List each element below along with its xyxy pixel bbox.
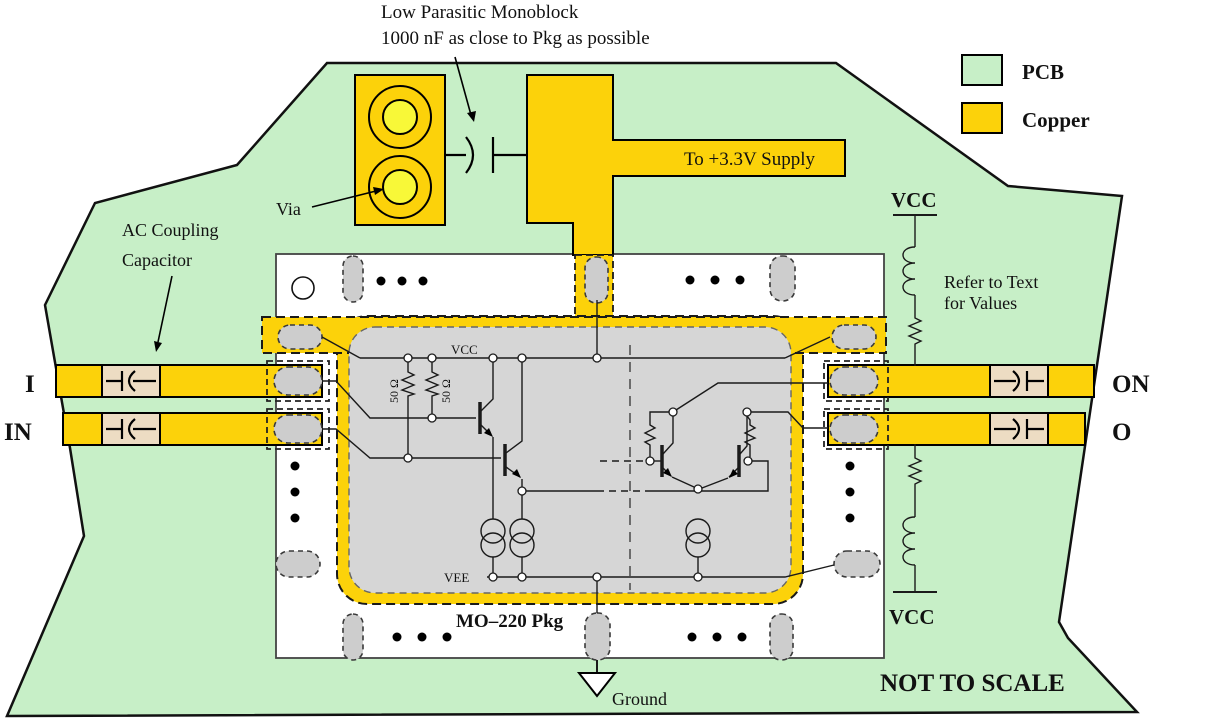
legend: PCB Copper xyxy=(961,54,1090,134)
via-holes xyxy=(368,85,432,219)
ac-coupling-label-1: AC Coupling xyxy=(122,220,219,240)
monoblock-arrow xyxy=(454,56,472,116)
die-vee-label: VEE xyxy=(444,570,469,585)
via-hole-inner xyxy=(382,99,418,135)
monoblock-capacitor-symbol xyxy=(445,136,527,174)
package-pads xyxy=(273,255,881,661)
inductor-icon xyxy=(902,246,916,296)
coupling-capacitor-symbols xyxy=(106,370,1044,440)
legend-copper-swatch xyxy=(961,102,1003,134)
vcc-top-label: VCC xyxy=(891,188,937,212)
schematic-nodes xyxy=(403,353,753,582)
resistor-50ohm-label: 50 Ω xyxy=(387,379,401,403)
vcc-bias-network-top xyxy=(893,214,937,366)
die-vcc-label: VCC xyxy=(451,342,478,357)
pin-label-on: ON xyxy=(1112,371,1150,398)
die-schematic: VCC VEE 50 Ω 50 Ω xyxy=(321,300,835,613)
die-area xyxy=(348,326,792,594)
annotation-arrows xyxy=(154,56,476,352)
resistor-icon xyxy=(907,444,923,517)
pin-dots xyxy=(290,275,855,642)
legend-copper-label: Copper xyxy=(1022,108,1090,132)
ground-symbol xyxy=(576,660,618,698)
via-arrow xyxy=(311,190,377,208)
title-line-1: Low Parasitic Monoblock xyxy=(381,2,579,23)
supply-copper-block xyxy=(526,74,846,256)
legend-pcb-label: PCB xyxy=(1022,60,1064,84)
vcc-bottom-label: VCC xyxy=(889,605,935,629)
pin1-marker xyxy=(291,276,315,300)
refer-text-label-1: Refer to Text xyxy=(944,272,1038,292)
inductor-icon xyxy=(902,516,916,566)
ac-cap-arrow xyxy=(157,275,173,343)
pin-label-in: IN xyxy=(4,419,32,446)
not-to-scale-label: NOT TO SCALE xyxy=(880,670,1065,697)
via-hole-inner xyxy=(382,169,418,205)
pin-label-o: O xyxy=(1112,419,1131,446)
vcc-bias-network-bottom xyxy=(893,444,937,593)
supply-label: To +3.3V Supply xyxy=(684,149,815,170)
ground-label: Ground xyxy=(612,689,667,709)
resistor-50ohm-label: 50 Ω xyxy=(439,379,453,403)
title-line-2: 1000 nF as close to Pkg as possible xyxy=(381,28,650,49)
pin-label-i: I xyxy=(25,371,35,398)
refer-text-label-2: for Values xyxy=(944,293,1017,313)
package-label: MO–220 Pkg xyxy=(456,611,564,632)
ac-coupling-label-2: Capacitor xyxy=(122,250,192,270)
via-label: Via xyxy=(276,199,301,219)
legend-pcb-swatch xyxy=(961,54,1003,86)
resistor-icon xyxy=(907,295,923,366)
